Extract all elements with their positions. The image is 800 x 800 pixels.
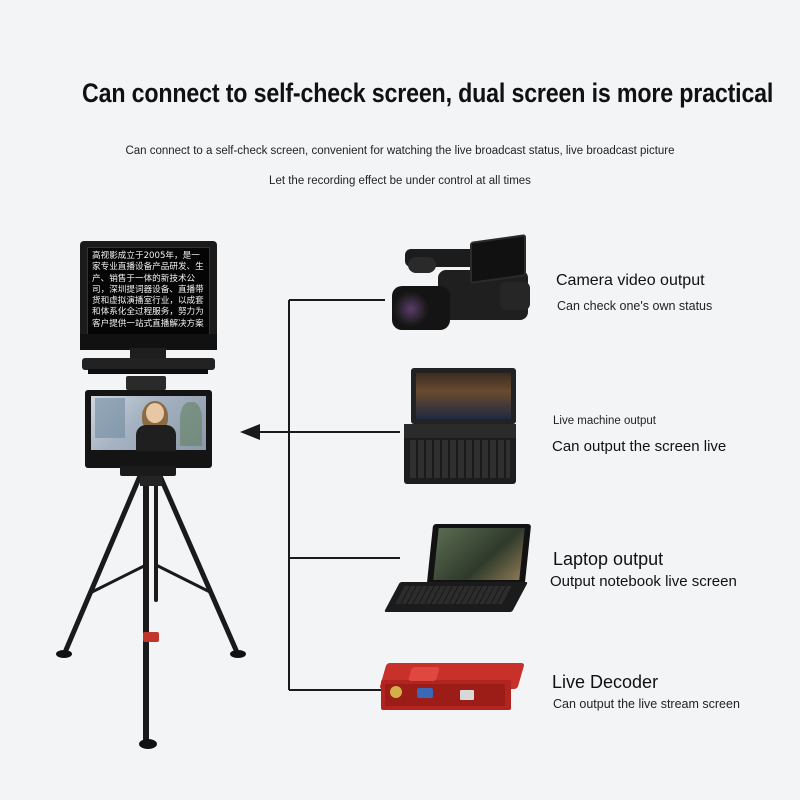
- presenter-face: [146, 403, 164, 423]
- teleprompter-bracket: [130, 348, 166, 360]
- live-machine-output-title: Live machine output: [553, 415, 656, 427]
- subtitle-2: Let the recording effect be under contro…: [269, 175, 531, 187]
- teleprompter-tray: [82, 358, 215, 370]
- laptop-output-desc: Output notebook live screen: [550, 573, 737, 590]
- monitor-bg-shelf: [95, 398, 125, 438]
- arrow-to-monitor-icon: [240, 424, 260, 440]
- tripod-foot-left: [56, 650, 72, 658]
- camera-output-title: Camera video output: [556, 272, 705, 289]
- tripod-leg-left: [63, 473, 143, 653]
- connector-lines: [258, 299, 400, 691]
- tripod-spreader-left: [90, 563, 148, 594]
- subtitle-1: Can connect to a self-check screen, conv…: [125, 145, 675, 157]
- tripod-spreader-right: [154, 563, 212, 594]
- decoder-output-desc: Can output the live stream screen: [553, 697, 740, 711]
- decoder-output-title: Live Decoder: [552, 672, 659, 692]
- tripod-foot-right: [230, 650, 246, 658]
- teleprompter-text: 高视影成立于2005年，是一家专业直播设备产品研发、生产、销售于一体的新技术公司…: [87, 247, 210, 335]
- tripod-lock: [143, 632, 159, 642]
- page-title: Can connect to self-check screen, dual s…: [82, 78, 774, 108]
- monitor-mount: [126, 376, 166, 390]
- monitor-bg-plant: [180, 402, 202, 446]
- teleprompter-frame: [80, 334, 217, 350]
- live-machine-output-desc: Can output the screen live: [552, 438, 727, 455]
- tripod-leg-right: [157, 473, 239, 653]
- presenter-body: [136, 425, 176, 451]
- teleprompter-tray-lip: [88, 369, 208, 374]
- laptop-output-title: Laptop output: [553, 549, 664, 569]
- tripod-foot-center: [139, 739, 157, 749]
- camera-output-desc: Can check one's own status: [557, 299, 713, 313]
- tripod-head-plate: [120, 466, 176, 476]
